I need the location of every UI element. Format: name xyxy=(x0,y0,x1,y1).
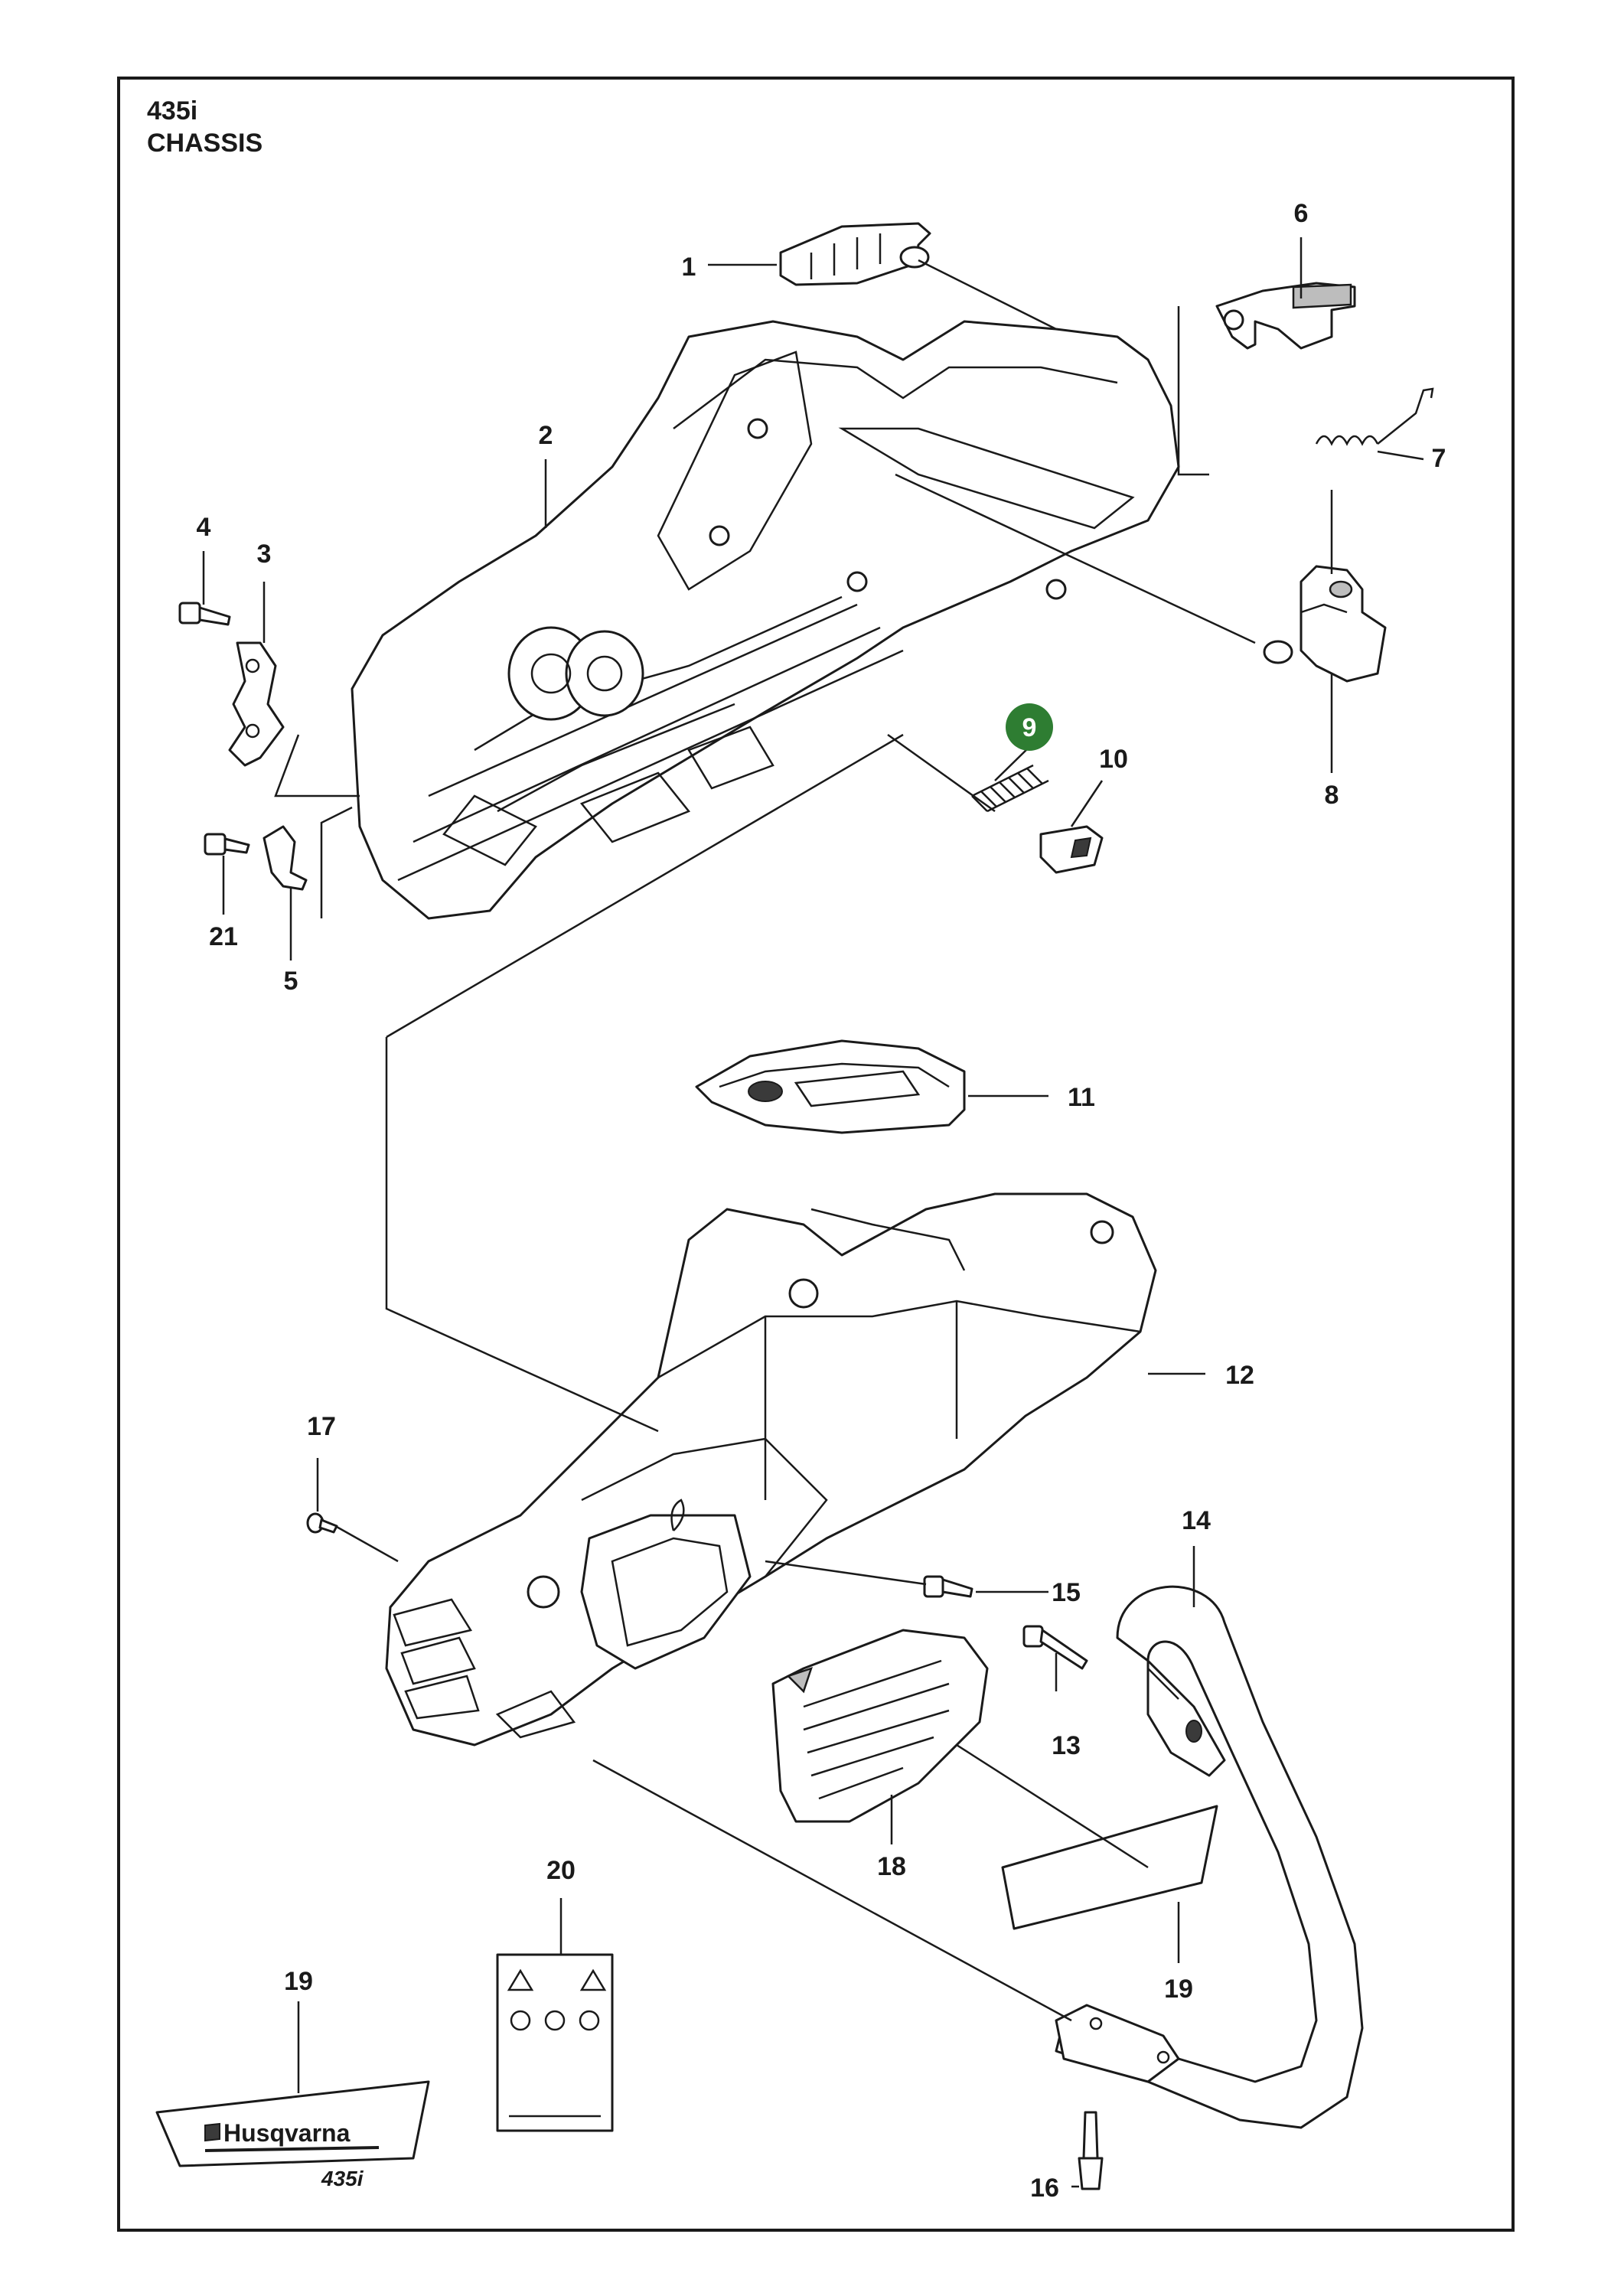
callout-11: 11 xyxy=(1068,1083,1095,1112)
part-4-screw xyxy=(178,602,231,626)
callout-3: 3 xyxy=(257,540,272,569)
part-3-bumper-spike xyxy=(228,641,285,767)
section-title: CHASSIS xyxy=(147,129,263,158)
callout-9: 9 xyxy=(1022,713,1037,742)
part-11-cover xyxy=(695,1039,966,1134)
callout-7: 7 xyxy=(1432,444,1446,473)
part-21-screw xyxy=(204,833,250,856)
part-15-screw xyxy=(923,1575,973,1598)
model-title: 435i xyxy=(147,96,198,126)
callouts: 1 2 3 4 5 6 7 8 9 10 11 12 13 14 15 16 1… xyxy=(197,199,1446,2203)
callout-4: 4 xyxy=(197,513,211,542)
callout-20: 20 xyxy=(546,1856,576,1885)
callout-5: 5 xyxy=(284,967,298,996)
part-20-warning-label xyxy=(496,1953,614,2132)
callout-19-left: 19 xyxy=(284,1967,313,1996)
part-12-lower-housing xyxy=(385,1192,1157,1746)
callout-13: 13 xyxy=(1052,1731,1081,1760)
callout-14: 14 xyxy=(1182,1506,1211,1535)
part-18-intake-cover xyxy=(771,1629,989,1823)
part-13-screw xyxy=(1022,1625,1088,1670)
part-1-handle-insert xyxy=(779,222,931,286)
callout-10: 10 xyxy=(1099,745,1128,774)
part-2-chassis xyxy=(351,320,1180,920)
part-14-front-handle xyxy=(1055,1585,1364,2129)
callout-19-right: 19 xyxy=(1164,1975,1193,2004)
callout-16: 16 xyxy=(1030,2174,1059,2203)
diagram-frame xyxy=(117,77,1515,2232)
callout-17: 17 xyxy=(307,1412,336,1441)
callout-12: 12 xyxy=(1225,1361,1254,1390)
callout-18: 18 xyxy=(877,1852,906,1881)
callout-2: 2 xyxy=(539,421,553,450)
part-8-throttle-lock xyxy=(1263,565,1387,683)
callout-15: 15 xyxy=(1052,1578,1081,1607)
callout-6: 6 xyxy=(1294,199,1309,228)
callout-8: 8 xyxy=(1325,781,1339,810)
part-5-clip xyxy=(263,825,308,891)
part-19-handle-decal xyxy=(1001,1805,1218,1930)
decal-model-text: 435i xyxy=(321,2167,364,2190)
part-10-stop xyxy=(1039,825,1104,874)
part-7-spring xyxy=(1315,387,1434,446)
connection-lines xyxy=(274,259,1256,2022)
part-17-pin xyxy=(306,1512,338,1534)
part-19-brand-decal: Husqvarna 435i xyxy=(155,2080,430,2190)
leader-lines xyxy=(202,237,1424,2188)
callout-21: 21 xyxy=(209,922,238,951)
callout-9-highlight xyxy=(1006,703,1053,751)
part-16-screw xyxy=(1078,2111,1104,2190)
callout-1: 1 xyxy=(682,253,696,282)
decal-brand-text: Husqvarna xyxy=(223,2119,351,2147)
part-6-trigger xyxy=(1215,282,1356,350)
part-9-spring xyxy=(971,764,1049,813)
